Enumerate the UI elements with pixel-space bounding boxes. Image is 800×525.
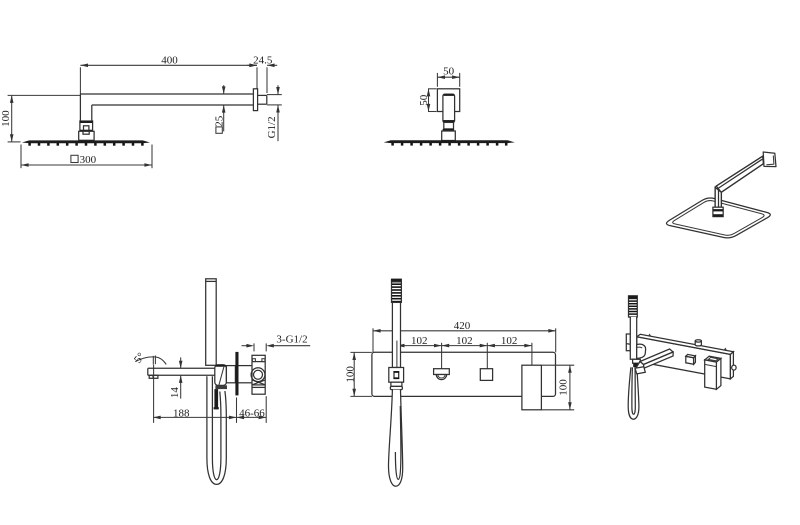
svg-text:420: 420 (454, 320, 471, 332)
svg-text:102: 102 (411, 335, 428, 347)
svg-text:300: 300 (80, 154, 97, 166)
svg-text:3-G1/2: 3-G1/2 (276, 334, 307, 346)
svg-text:G1/2: G1/2 (266, 116, 278, 138)
svg-text:24.5: 24.5 (253, 55, 273, 67)
svg-text:100: 100 (558, 379, 570, 396)
svg-text:25: 25 (213, 115, 225, 127)
svg-text:50: 50 (443, 66, 455, 78)
svg-text:188: 188 (173, 407, 190, 419)
svg-text:100: 100 (344, 366, 356, 383)
svg-text:400: 400 (161, 55, 178, 67)
svg-text:50: 50 (418, 94, 430, 106)
svg-text:100: 100 (0, 110, 12, 127)
svg-text:14: 14 (169, 387, 181, 399)
svg-text:102: 102 (501, 335, 518, 347)
svg-text:102: 102 (456, 335, 473, 347)
svg-text:46-66: 46-66 (239, 407, 265, 419)
